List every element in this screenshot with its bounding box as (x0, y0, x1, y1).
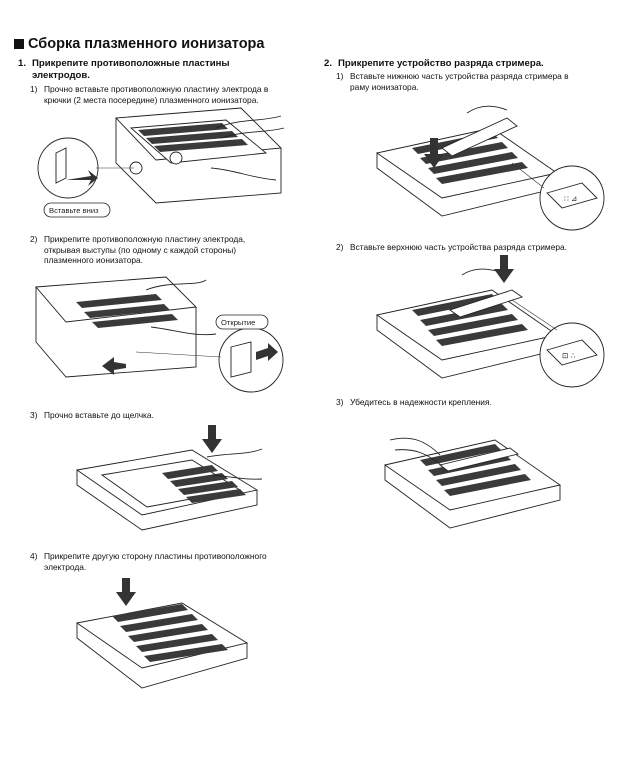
electrode-plate (129, 119, 268, 164)
pull-left-arrow-icon (102, 357, 126, 375)
callout-open: Открытие (221, 318, 255, 327)
detail-zoom-circle (37, 137, 99, 199)
callout-insert-down: Вставьте вниз (49, 206, 99, 215)
section-1-heading: 1.Прикрепите противоположные пластины эл… (18, 58, 230, 81)
svg-text:⊡ ∴: ⊡ ∴ (562, 351, 575, 360)
step-2-2-text: 2)Вставьте верхнюю часть устройства разр… (336, 242, 567, 252)
illustration-step-1-2: Открытие (35, 276, 284, 393)
press-down-arrow-icon (202, 425, 222, 453)
illustration-step-1-1: Вставьте вниз (37, 107, 285, 218)
step-2-3-text: 3)Убедитесь в надежности крепления. (336, 397, 492, 407)
illustration-step-2-3 (383, 437, 562, 529)
open-arrow-icon (256, 343, 278, 361)
detail-zoom-circle-4 (539, 322, 605, 388)
detail-zoom-circle-3 (539, 165, 605, 231)
callout-bubble (43, 202, 111, 218)
callout-bubble-2 (215, 314, 269, 330)
streamer-unit-2 (449, 289, 523, 318)
svg-text:∷ ⊿: ∷ ⊿ (564, 194, 577, 203)
section-2-heading: 2.Прикрепите устройство разряда стримера… (324, 58, 544, 69)
streamer-unit (441, 117, 518, 157)
insert-down-arrow-icon (66, 170, 98, 186)
illustration-step-2-1: ∷ ⊿ (375, 105, 605, 231)
step-1-1-text: 1)Прочно вставьте противоположную пласти… (30, 84, 269, 105)
press-down-arrow-icon-2 (116, 578, 136, 606)
step-1-3-text: 3)Прочно вставьте до щелчка. (30, 410, 154, 420)
illustration-step-1-4 (75, 578, 249, 689)
insert-arrow-icon-2 (494, 255, 514, 283)
bullet-square-icon (14, 39, 24, 49)
step-1-2-text: 2)Прикрепите противоположную пластину эл… (30, 234, 246, 265)
step-2-1-text: 1)Вставьте нижнюю часть устройства разря… (336, 71, 569, 92)
step-1-4-text: 4)Прикрепите другую сторону пластины про… (30, 551, 267, 572)
page-title: Сборка плазменного ионизатора (14, 36, 264, 52)
illustration-step-1-3 (75, 425, 263, 531)
illustration-step-2-2: ⊡ ∴ (375, 255, 605, 388)
insert-arrow-icon (424, 138, 444, 168)
